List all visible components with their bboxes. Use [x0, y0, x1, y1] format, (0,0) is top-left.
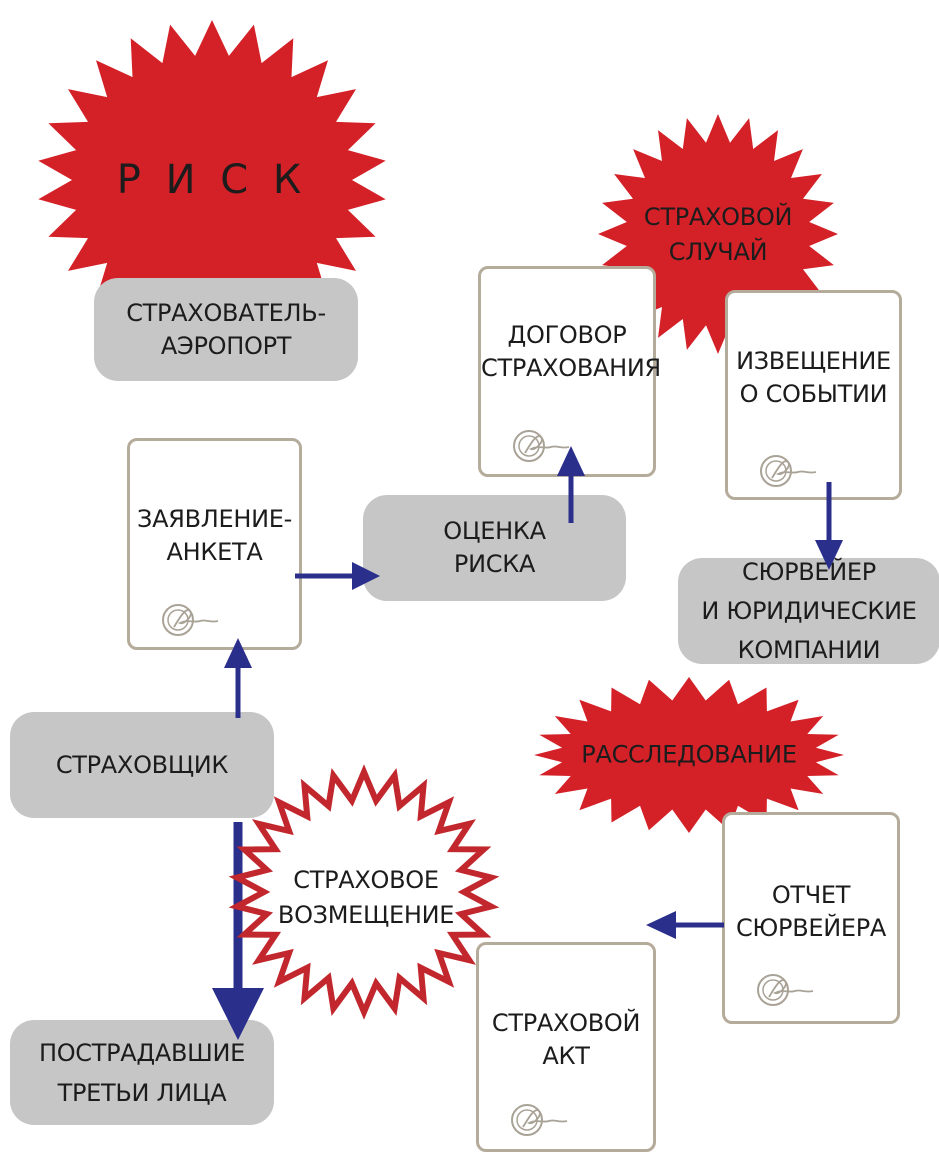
investigation-burst — [534, 677, 844, 833]
application-label: ЗАЯВЛЕНИЕ- АНКЕТА — [137, 505, 292, 566]
third-parties-label: ПОСТРАДАВШИЕ ТРЕТЬИ ЛИЦА — [38, 1038, 246, 1107]
contract-label: ДОГОВОР СТРАХОВАНИЯ — [481, 321, 661, 382]
investigation-label: РАССЛЕДОВАНИЕ — [581, 740, 797, 769]
signature-stamp-icon — [757, 974, 814, 1006]
insured-airport-box: СТРАХОВАТЕЛЬ- АЭРОПОРТ — [94, 278, 358, 381]
signature-stamp-icon — [513, 430, 570, 462]
notice-label: ИЗВЕЩЕНИЕ О СОБЫТИИ — [736, 347, 891, 408]
insured-airport-label: СТРАХОВАТЕЛЬ- АЭРОПОРТ — [126, 298, 326, 360]
signature-stamp-icon — [511, 1104, 568, 1136]
compensation-label: СТРАХОВОЕ ВОЗМЕЩЕНИЕ — [277, 866, 455, 929]
signature-stamp-icon — [760, 455, 817, 487]
risk-assessment-label: ОЦЕНКА РИСКА — [443, 517, 546, 578]
insurance-act-document: СТРАХОВОЙ АКТ — [476, 942, 656, 1152]
insurance-act-label: СТРАХОВОЙ АКТ — [491, 1009, 641, 1070]
risk-burst — [38, 20, 386, 340]
insurer-label: СТРАХОВЩИК — [55, 750, 229, 779]
surveyor-legal-box: СЮРВЕЙЕР И ЮРИДИЧЕСКИЕ КОМПАНИИ — [678, 558, 939, 664]
insured-event-label: СТРАХОВОЙ СЛУЧАЙ — [643, 203, 793, 266]
contract-document: ДОГОВОР СТРАХОВАНИЯ — [478, 266, 661, 477]
surveyor-report-label: ОТЧЕТ СЮРВЕЙЕРА — [735, 881, 887, 942]
signature-stamp-icon — [162, 604, 219, 636]
notice-document: ИЗВЕЩЕНИЕ О СОБЫТИИ — [725, 290, 902, 500]
third-parties-box: ПОСТРАДАВШИЕ ТРЕТЬИ ЛИЦА — [10, 1020, 274, 1125]
risk-assessment-box: ОЦЕНКА РИСКА — [363, 495, 626, 601]
surveyor-legal-label: СЮРВЕЙЕР И ЮРИДИЧЕСКИЕ КОМПАНИИ — [701, 557, 917, 664]
application-document: ЗАЯВЛЕНИЕ- АНКЕТА — [127, 438, 302, 650]
surveyor-report-document: ОТЧЕТ СЮРВЕЙЕРА — [722, 812, 900, 1024]
insurer-box: СТРАХОВЩИК — [10, 712, 274, 818]
risk-label: Р И С К — [116, 157, 308, 203]
